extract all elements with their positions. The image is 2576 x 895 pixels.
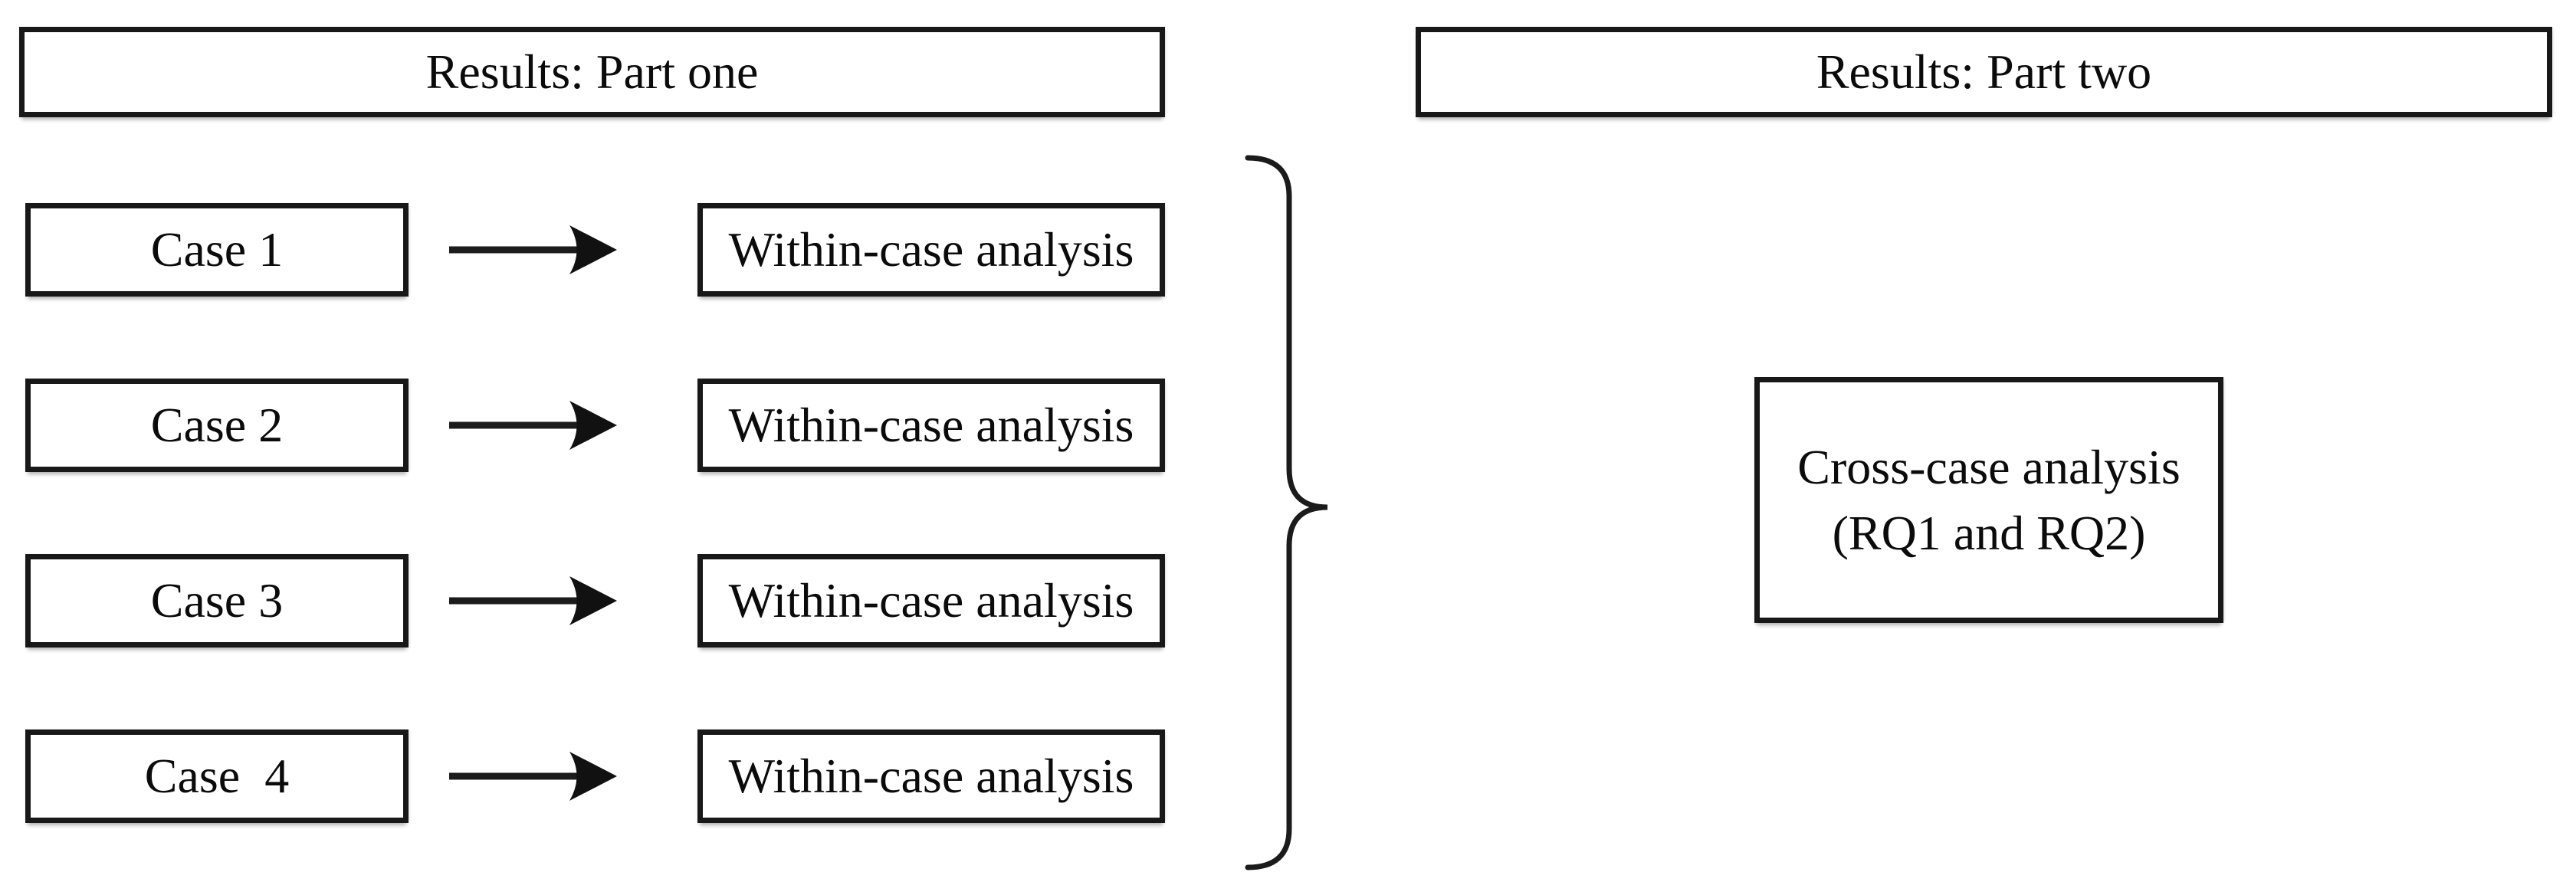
within-case-analysis-label-4: Within-case analysis (728, 748, 1134, 803)
right-arrow-icon (449, 401, 617, 450)
within-case-analysis-box-2: Within-case analysis (697, 379, 1165, 472)
within-case-analysis-box-1: Within-case analysis (697, 203, 1165, 297)
results-part-two-label: Results: Part two (1816, 44, 2152, 99)
cross-case-analysis-line1: Cross-case analysis (1797, 439, 2181, 494)
case-4-box: Case 4 (25, 729, 409, 823)
case-2-label: Case 2 (150, 397, 284, 452)
right-arrow-icon (449, 752, 617, 801)
right-curly-brace-icon (1245, 155, 1328, 870)
case-4-label: Case 4 (144, 748, 290, 803)
cross-case-analysis-line2: (RQ1 and RQ2) (1832, 505, 2146, 560)
case-3-box: Case 3 (25, 554, 409, 647)
within-case-analysis-box-3: Within-case analysis (697, 554, 1165, 647)
case-1-box: Case 1 (25, 203, 409, 297)
right-arrow-icon (449, 576, 617, 625)
case-1-label: Case 1 (150, 221, 284, 277)
within-case-analysis-label-2: Within-case analysis (728, 397, 1134, 452)
within-case-analysis-box-4: Within-case analysis (697, 729, 1165, 823)
within-case-analysis-label-3: Within-case analysis (728, 572, 1134, 628)
cross-case-analysis-box: Cross-case analysis (RQ1 and RQ2) (1754, 377, 2223, 623)
results-part-one-label: Results: Part one (425, 44, 759, 99)
case-2-box: Case 2 (25, 379, 409, 472)
results-part-one-header: Results: Part one (19, 27, 1165, 117)
right-arrow-icon (449, 225, 617, 274)
case-3-label: Case 3 (150, 572, 284, 628)
within-case-analysis-label-1: Within-case analysis (728, 221, 1134, 277)
results-part-two-header: Results: Part two (1416, 27, 2552, 117)
